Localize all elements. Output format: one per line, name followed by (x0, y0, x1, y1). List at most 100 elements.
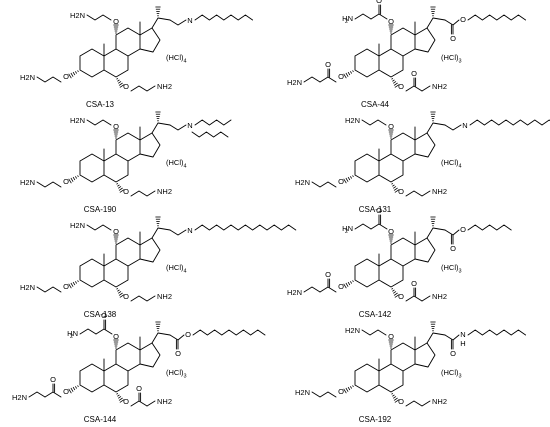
c7-oxygen: O (398, 292, 404, 301)
c7-chain (421, 295, 431, 302)
salt-label: (HCl)3 (441, 263, 462, 275)
c12-amine: H2N (345, 326, 360, 335)
side-chain-methyl (430, 6, 436, 17)
c7-chain (130, 295, 156, 302)
c12-carbonyl-oxygen: O (101, 311, 107, 320)
ring-b (103, 363, 129, 393)
c3-chain (36, 286, 62, 293)
salt-count: 4 (184, 164, 187, 170)
chain-nitrogen: N (462, 121, 467, 130)
ring-a (354, 48, 380, 78)
salt-count: 3 (459, 374, 462, 380)
amine-linker (169, 124, 187, 131)
c3-amine: H2N (20, 178, 35, 187)
ring-a (354, 258, 380, 288)
c12-oxygen: O (113, 227, 119, 236)
ring-c (390, 132, 416, 162)
c3-bond (343, 385, 354, 394)
compound-name: CSA-138 (84, 310, 117, 319)
c12-acyl (370, 223, 388, 230)
compound-name: CSA-192 (359, 415, 392, 424)
c7-chain (130, 85, 156, 92)
c7-chain (405, 400, 431, 407)
c12-bond (113, 234, 119, 244)
c7-chain (130, 190, 156, 197)
ring-c (390, 27, 416, 57)
side-chain (426, 122, 446, 134)
salt-formula: (HCl) (441, 158, 459, 167)
c12-chain (361, 119, 387, 126)
c7-oxygen: O (398, 397, 404, 406)
ring-d (139, 132, 161, 158)
c12-oxygen: O (113, 122, 119, 131)
c3-bond (343, 280, 354, 289)
c3-amine: H2N (287, 78, 302, 87)
salt-formula: (HCl) (441, 263, 459, 272)
ring-d (414, 27, 436, 53)
c3-bond (343, 175, 354, 184)
compound-name: CSA-144 (84, 415, 117, 424)
side-chain (151, 332, 171, 344)
c7-bond (116, 78, 125, 88)
c3-oxygen: O (338, 72, 344, 81)
c7-chain (421, 85, 431, 92)
ring-c (115, 237, 141, 267)
c12-oxygen: O (388, 17, 394, 26)
ring-b (103, 258, 129, 288)
c3-carbonyl-oxygen: O (325, 60, 331, 69)
c7-oxygen: O (123, 397, 129, 406)
c12-oxygen: O (388, 332, 394, 341)
side-chain (151, 227, 171, 239)
side-chain (426, 227, 446, 239)
chain-nitrogen: N (187, 16, 192, 25)
c12-oxygen: O (113, 332, 119, 341)
amide-oxygen: O (450, 349, 456, 358)
c3-bond (68, 385, 79, 394)
c7-amine: NH2 (432, 292, 447, 301)
ring-c (115, 132, 141, 162)
ring-b (378, 363, 404, 393)
ring-c (390, 342, 416, 372)
c7-amine: NH2 (157, 292, 172, 301)
amide-n-bond (452, 334, 460, 341)
salt-formula: (HCl) (166, 368, 184, 377)
ester-carbonyl-oxygen: O (450, 244, 456, 253)
c12-amine: H2N (70, 116, 85, 125)
ring-c (115, 342, 141, 372)
c12-bond (113, 24, 119, 34)
c3-oxygen: O (63, 177, 69, 186)
c7-bond (116, 288, 125, 298)
c3-carbonyl-oxygen: O (50, 375, 56, 384)
c7-bond (116, 183, 125, 193)
c3-amine: H2N (12, 393, 27, 402)
c3-amine: H2N (295, 388, 310, 397)
salt-label: (HCl)3 (441, 53, 462, 65)
c12-amine: HN (67, 329, 78, 338)
c3-chain (28, 391, 46, 398)
salt-label: (HCl)3 (166, 368, 187, 380)
ring-d (139, 342, 161, 368)
amine-linker (169, 229, 187, 236)
c12-carbonyl-oxygen: O (376, 206, 382, 215)
c12-chain (86, 119, 112, 126)
c12-acyl (370, 13, 388, 20)
side-chain-methyl (430, 321, 436, 332)
c12-amine-sub: 2 (345, 229, 348, 235)
c12-oxygen: O (388, 122, 394, 131)
c3-acyl (319, 286, 337, 293)
ester-alkyl-chain (192, 329, 266, 336)
compound-name: CSA-131 (359, 205, 392, 214)
ester-linker (169, 334, 179, 341)
c12-chain (79, 328, 97, 335)
side-chain-methyl (155, 6, 161, 17)
c3-chain (303, 286, 321, 293)
salt-label: (HCl)4 (166, 158, 187, 170)
side-chain (151, 122, 171, 134)
c7-amine: NH2 (157, 397, 172, 406)
alkyl-chain (194, 14, 254, 21)
c3-oxygen: O (63, 282, 69, 291)
c3-oxygen: O (63, 72, 69, 81)
ring-a (79, 153, 105, 183)
